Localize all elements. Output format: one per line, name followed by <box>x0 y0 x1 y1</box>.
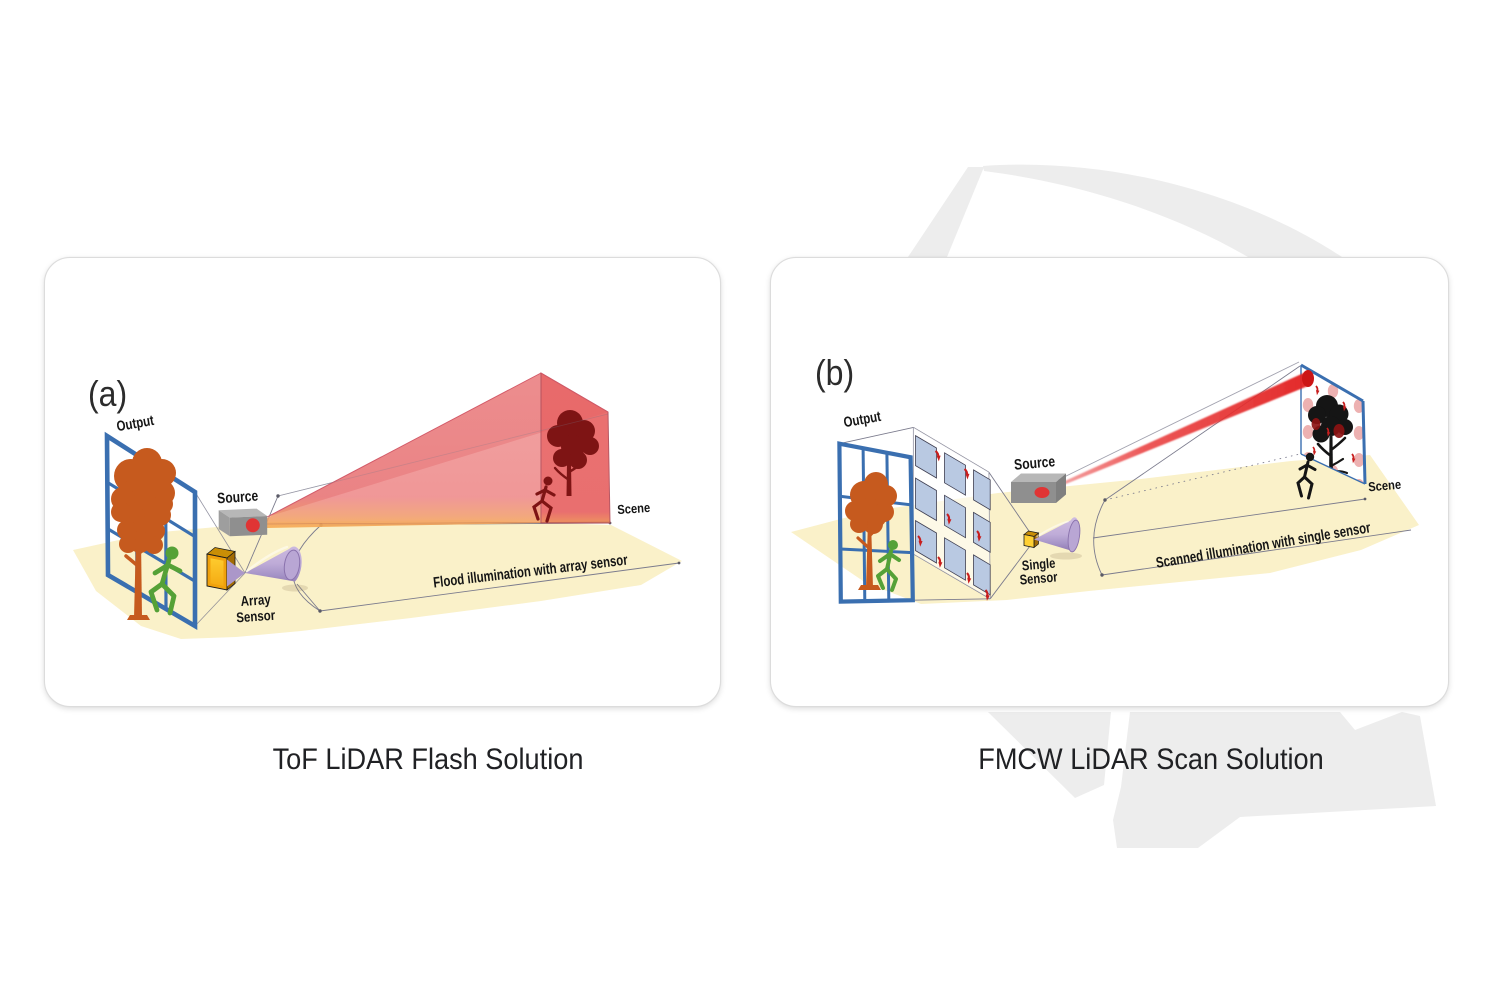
caption-panel-b: FMCW LiDAR Scan Solution <box>960 743 1342 777</box>
flood-beam <box>266 372 611 528</box>
caption-panel-a: ToF LiDAR Flash Solution <box>256 743 599 777</box>
source-box <box>218 508 268 537</box>
source-box <box>1011 473 1066 503</box>
scene-person-silhouette <box>532 476 556 523</box>
sensor-label-line2: Sensor <box>236 607 276 626</box>
panel-b-diagram: (b) Output Source Single Sensor Scene Sc… <box>791 353 1419 604</box>
scene-tree-silhouette <box>547 410 599 496</box>
scene-panel <box>1296 363 1367 500</box>
scene-hit-spots <box>1311 418 1345 438</box>
running-person-icon <box>148 546 183 616</box>
tree-icon <box>845 472 897 590</box>
caption-text: FMCW LiDAR Scan Solution <box>978 743 1324 776</box>
scene-label: Scene <box>617 500 651 517</box>
source-label: Source <box>217 487 260 506</box>
fov-dots <box>1100 497 1367 577</box>
watermark-arc <box>983 164 1342 257</box>
array-sensor-label: Array Sensor <box>236 591 276 626</box>
lens-cone <box>227 545 308 592</box>
watermark-slant-band <box>908 167 984 257</box>
sensor-label-line2: Sensor <box>1019 569 1058 588</box>
panel-b-card: (b) Output Source Single Sensor Scene Sc… <box>770 257 1449 707</box>
lens-cone <box>1034 517 1082 560</box>
scene-person-silhouette <box>1296 452 1317 500</box>
panel-a-card: (a) Output Source Array Sensor Scene Flo… <box>44 257 721 707</box>
sensor-label-line1: Single <box>1021 555 1056 573</box>
flood-beam-front-face <box>267 373 541 528</box>
panel-b-tag: (b) <box>815 353 854 393</box>
panel-a-diagram: (a) Output Source Array Sensor Scene Flo… <box>73 372 682 639</box>
scan-grid-panel <box>912 427 993 602</box>
single-sensor <box>1023 530 1040 549</box>
running-person-icon <box>876 540 901 592</box>
watermark-bottom-right-piece <box>1113 712 1436 848</box>
panel-a-tag: (a) <box>88 374 127 414</box>
sensor-label-line1: Array <box>240 591 272 610</box>
source-label: Source <box>1013 453 1056 473</box>
single-sensor-label: Single Sensor <box>1019 555 1058 588</box>
source-aperture-dot <box>1034 487 1050 498</box>
source-aperture-dot <box>245 518 260 533</box>
beam-hit-spot <box>1302 370 1314 387</box>
caption-text: ToF LiDAR Flash Solution <box>272 743 584 776</box>
output-label: Output <box>115 412 155 435</box>
array-sensor <box>206 547 236 591</box>
scene-label: Scene <box>1368 477 1402 495</box>
output-label: Output <box>842 408 882 431</box>
scan-beam <box>1056 370 1314 488</box>
tree-icon <box>111 448 176 620</box>
fov-wireframe <box>1057 361 1412 576</box>
watermark-bottom-left-piece <box>988 712 1111 798</box>
